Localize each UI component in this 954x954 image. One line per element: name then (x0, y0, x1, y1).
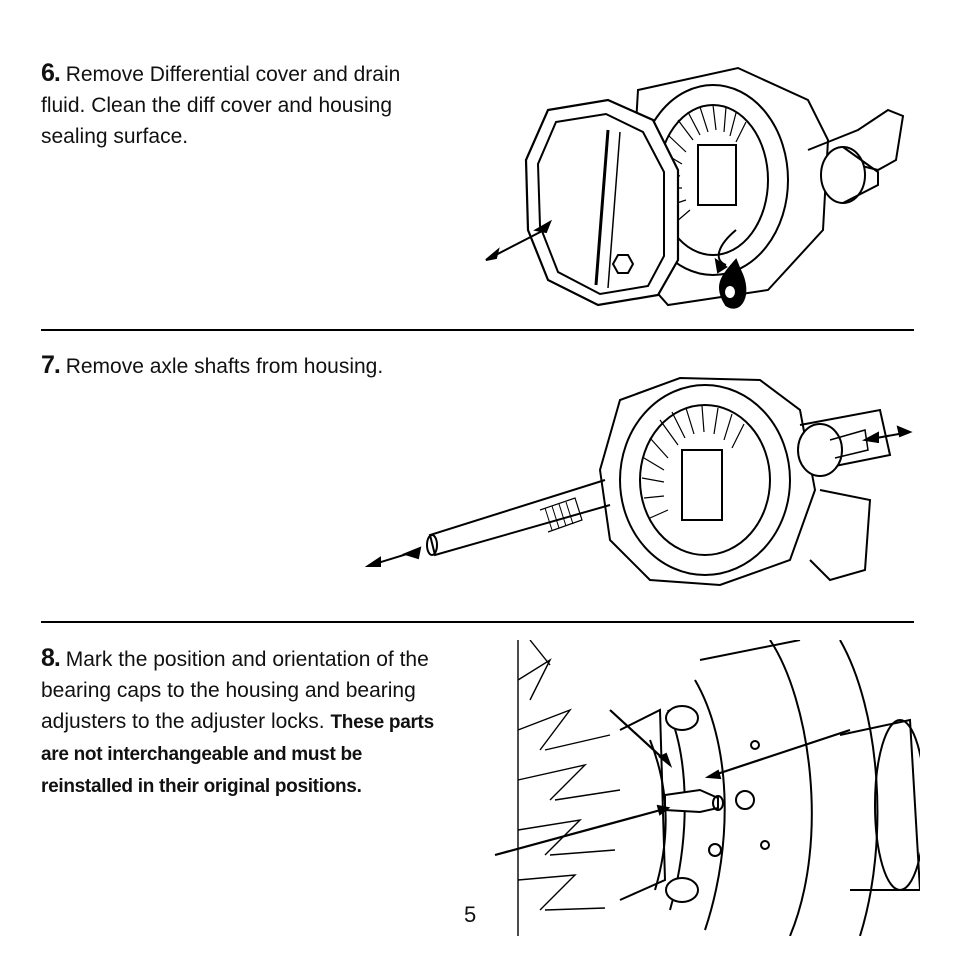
step-number: 6. (41, 59, 61, 87)
step-7-text: 7. Remove axle shafts from housing. (41, 350, 411, 382)
step-8-text: 8. Mark the position and orientation of … (41, 643, 441, 802)
section-divider (41, 621, 914, 623)
step-description: Remove axle shafts from housing. (65, 355, 384, 378)
step-description: Mark the position and orientation of the… (41, 648, 429, 733)
bearing-cap-closeup-illustration (494, 640, 920, 936)
axle-shaft-illustration (364, 376, 913, 587)
page-number: 5 (464, 902, 477, 927)
step-number: 8. (41, 644, 61, 672)
differential-cover-illustration (485, 66, 905, 309)
step-number: 7. (41, 351, 61, 379)
step-description: Remove Differential cover and drain flui… (41, 63, 401, 148)
step-6-text: 6. Remove Differential cover and drain f… (41, 58, 441, 152)
section-divider (41, 329, 914, 331)
step-warning: These parts are not interchangeable and … (41, 712, 434, 797)
